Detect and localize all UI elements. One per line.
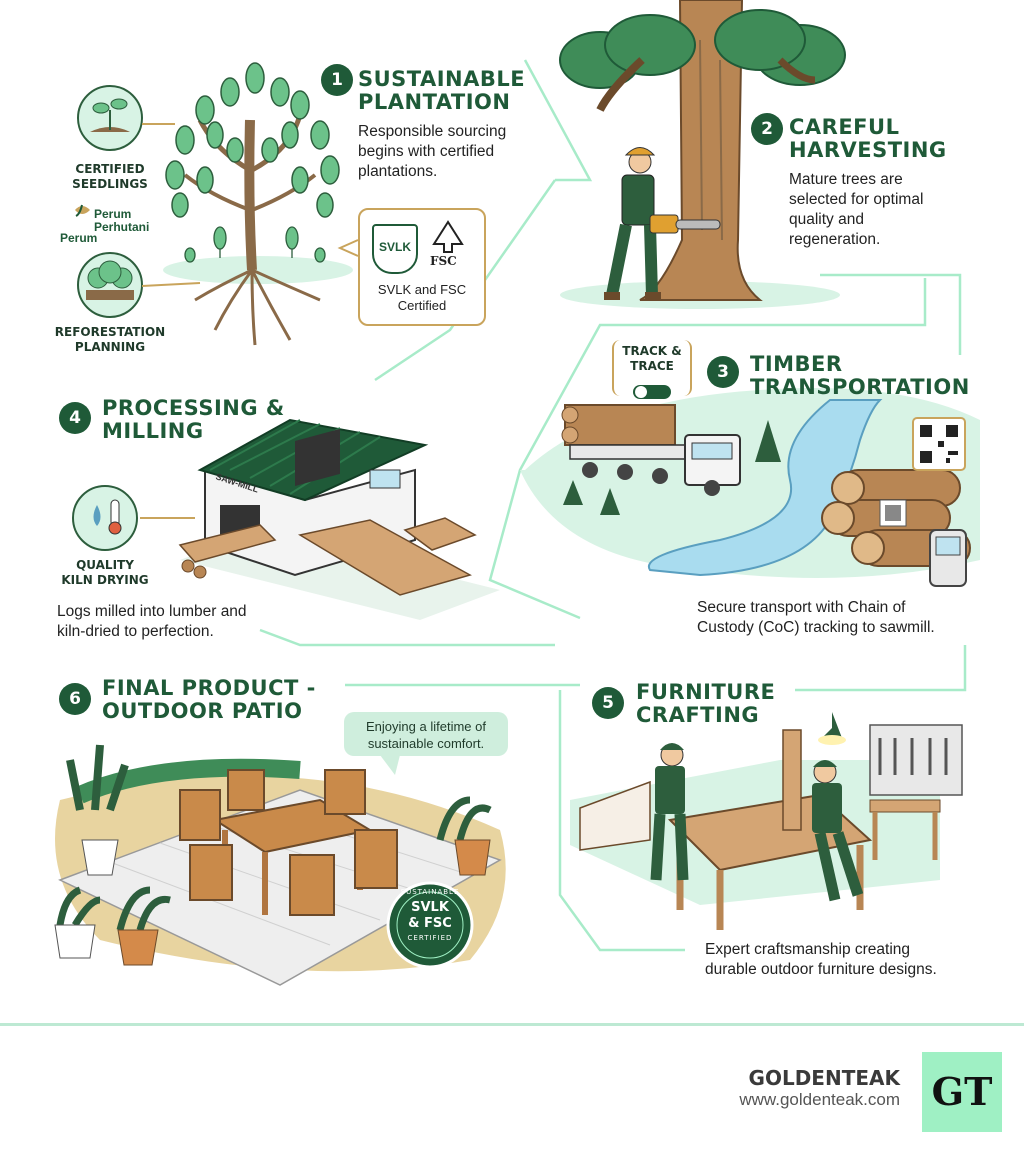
tree-illustration [163, 62, 353, 346]
track-trace-label: TRACK &TRACE [622, 344, 682, 373]
cert-pointer [337, 239, 359, 257]
step-4-title: PROCESSING &MILLING [102, 396, 285, 443]
transport-illustration [520, 385, 980, 587]
seedling-icon [77, 85, 175, 151]
step-1-number: 1 [321, 64, 353, 96]
sawmill-illustration [72, 418, 500, 620]
certification-seal: SUSTAINABLE SVLK & FSC CERTIFIED [400, 888, 460, 942]
bubble-tail [380, 755, 400, 775]
track-and-trace-badge [612, 340, 692, 396]
plant-pots [54, 744, 492, 966]
brand-url[interactable]: www.goldenteak.com [739, 1090, 900, 1109]
patio-illustration [54, 744, 506, 986]
step-2-number: 2 [751, 113, 783, 145]
footer-divider [0, 1023, 1024, 1026]
step-4-number: 4 [59, 402, 91, 434]
step-5-number: 5 [592, 687, 624, 719]
step-6-number: 6 [59, 683, 91, 715]
perum-leaf-icon [75, 204, 90, 217]
fsc-logo: FSC [430, 254, 457, 268]
step-3-number: 3 [707, 356, 739, 388]
reforestation-icon [77, 252, 201, 318]
harvest-illustration [559, 0, 846, 309]
step-6-title: FINAL PRODUCT -OUTDOOR PATIO [102, 676, 316, 723]
workshop-illustration [570, 712, 963, 930]
fsc-tree-icon [432, 220, 464, 253]
brand-logo: GT [922, 1052, 1002, 1132]
flow-connectors [259, 59, 967, 952]
perum-logo-text: Perum [60, 231, 98, 245]
svlk-logo: SVLK [372, 224, 418, 274]
brand-name: GOLDENTEAK [748, 1066, 900, 1090]
